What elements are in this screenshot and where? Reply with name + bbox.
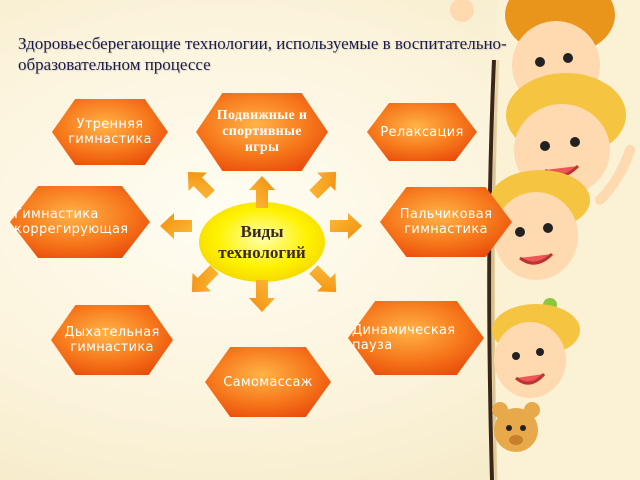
node-label-active: Подвижные и спортивные игры [216, 108, 308, 155]
hexagon-dynamic [348, 301, 484, 375]
arrow-down-right [309, 265, 337, 293]
child-face-icon [490, 170, 590, 312]
arrow-down [249, 280, 275, 312]
node-label-morning: Утренняя гимнастика [68, 117, 152, 147]
hexagon-active [196, 93, 328, 171]
child-face-icon [492, 304, 580, 398]
center-label: Виды технологий [218, 222, 306, 262]
hexagon-morning [52, 99, 168, 165]
hexagon-corrective [10, 186, 150, 258]
page-title: Здоровьесберегающие технологии, использу… [18, 34, 507, 74]
arrow-right [330, 213, 362, 239]
hexagons-group [10, 93, 512, 417]
arrow-up-left [187, 171, 215, 199]
node-label-relax: Релаксация [380, 124, 464, 140]
teddy-bear-icon [492, 402, 540, 452]
center-ellipse [199, 202, 325, 282]
node-label-breath: Дыхательная гимнастика [64, 325, 160, 355]
hexagon-finger [380, 187, 512, 257]
node-label-corrective: Гимнастика коррегирующая [14, 207, 129, 237]
hexagon-relax [367, 103, 477, 161]
hexagon-breath [51, 305, 173, 375]
children-illustration [450, 0, 640, 480]
arrow-up-right [309, 171, 337, 199]
node-label-finger: Пальчиковая гимнастика [399, 207, 493, 237]
arrow-down-left [191, 265, 219, 293]
arrow-up [249, 176, 275, 208]
arrow-left [160, 213, 192, 239]
node-label-massage: Самомассаж [223, 374, 313, 390]
arrows-group [160, 171, 362, 312]
node-label-dynamic: Динамическая пауза [352, 323, 456, 353]
hexagon-massage [205, 347, 331, 417]
